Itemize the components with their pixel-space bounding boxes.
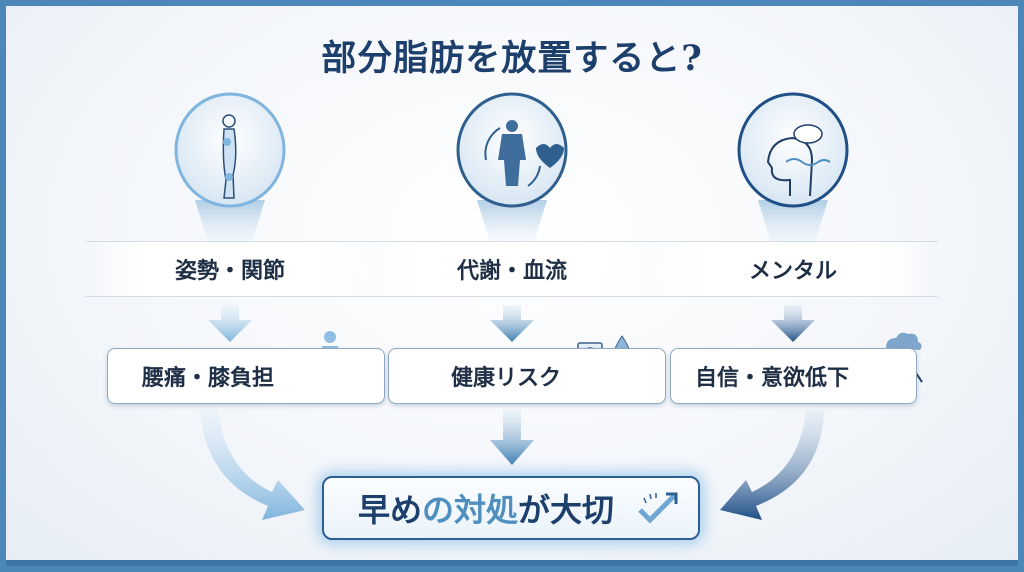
result-label: 腰痛・膝負担 [142,366,275,391]
conclusion-box: 早めの対処が大切 [322,476,700,540]
down-arrow-3 [771,305,815,342]
beam-3 [758,200,828,242]
beam-1 [195,200,265,242]
standing-body-icon [174,92,286,208]
result-label: 自信・意欲低下 [695,366,850,391]
curved-arrow-right [720,410,824,520]
conclusion-text-1: 早め [357,491,422,529]
check-arrow-icon [638,492,678,524]
conclusion-text-2: の対処 [421,491,518,529]
result-health-risk: 健康リスク [388,348,666,404]
head-thought-icon [737,92,849,208]
body-cycle-heart-icon [456,92,568,208]
beam-2 [477,200,547,242]
down-arrow-2 [490,305,534,342]
result-label: 健康リスク [451,366,562,391]
down-arrow-1 [208,305,252,342]
conclusion-text-3: が [518,491,551,529]
result-back-knee-pain: 腰痛・膝負担 [107,348,385,404]
result-confidence-drop: 自信・意欲低下 [670,348,917,404]
page-title: 部分脂肪を放置すると? [321,38,703,79]
category-mental: メンタル [648,241,938,297]
down-arrow-center [490,410,534,465]
curved-arrow-left [200,410,305,520]
conclusion-text-4: 大切 [550,491,615,529]
category-metabolism-blood: 代謝・血流 [367,241,657,297]
category-posture-joints: 姿勢・関節 [85,241,375,297]
